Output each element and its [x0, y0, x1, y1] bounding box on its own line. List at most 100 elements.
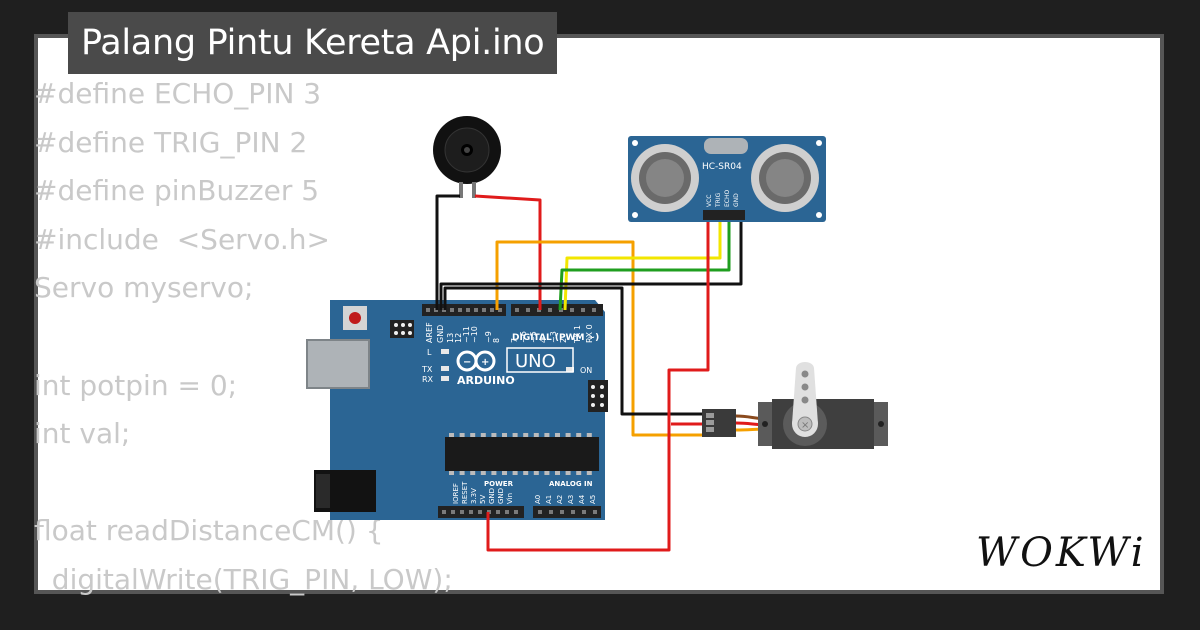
header-pin[interactable]: [460, 510, 464, 514]
code-line: float readDistanceCM() {: [34, 514, 384, 548]
digital-pin-label: 2: [559, 338, 568, 343]
power-pin-label: GND: [497, 488, 505, 504]
svg-text:ON: ON: [580, 366, 592, 375]
svg-text:L: L: [427, 348, 432, 357]
digital-pin-label: AREF: [425, 322, 434, 343]
buzzer-gnd-wire: [435, 194, 460, 310]
header-pin[interactable]: [581, 308, 585, 312]
digital-pin-label: RX 0: [585, 324, 594, 343]
header-pin[interactable]: [526, 308, 530, 312]
svg-text:−: −: [463, 357, 471, 368]
header-pin[interactable]: [451, 510, 455, 514]
power-pin-label: GND: [488, 488, 496, 504]
header-pin[interactable]: [469, 510, 473, 514]
hc-sr04-sensor[interactable]: HC-SR04 VCC TRIG ECHO GND: [628, 136, 826, 222]
analog-pin-label: A3: [567, 495, 575, 504]
usb-port: [306, 339, 370, 389]
analog-pin-label: A1: [545, 495, 553, 504]
digital-label: DIGITAL (PWM ~): [512, 333, 599, 343]
header-pin[interactable]: [426, 308, 430, 312]
svg-text:ECHO: ECHO: [724, 190, 731, 207]
svg-text:+: +: [481, 357, 489, 368]
code-line: #include <Servo.h>: [34, 222, 330, 256]
header-pin[interactable]: [592, 308, 596, 312]
window-title: Palang Pintu Kereta Api.ino: [68, 12, 558, 74]
digital-pin-label: ~6: [519, 331, 528, 343]
analog-pin-label: A5: [589, 495, 597, 504]
svg-text:UNO: UNO: [515, 351, 556, 372]
analog-pin-label: A2: [556, 495, 564, 504]
svg-text:ARDUINO: ARDUINO: [457, 374, 515, 387]
digital-pin-label: 8: [492, 338, 501, 343]
svg-text:×: ×: [801, 420, 809, 431]
header-pin[interactable]: [478, 510, 482, 514]
arduino-logo: − + UNO ARDUINO: [456, 347, 574, 387]
header-pin[interactable]: [498, 308, 502, 312]
header-pin[interactable]: [571, 510, 575, 514]
sensor-vcc-wire: [486, 222, 710, 552]
power-pin-label: Vin: [506, 493, 514, 504]
sensor-pin-labels: VCC TRIG ECHO GND: [706, 190, 740, 208]
digital-pin-label: 7: [510, 338, 519, 343]
digital-pin-label: TX 1: [573, 325, 582, 344]
power-pin-label: IOREF: [452, 483, 460, 504]
header-pin[interactable]: [548, 308, 552, 312]
servo-motor[interactable]: ×: [702, 362, 888, 449]
svg-text:WOKWi: WOKWi: [976, 530, 1147, 576]
code-editor[interactable]: #define ECHO_PIN 3#define TRIG_PIN 2#def…: [34, 70, 453, 605]
code-line: digitalWrite(TRIG_PIN, LOW);: [34, 562, 453, 596]
digital-header: [422, 304, 603, 316]
header-pin[interactable]: [482, 308, 486, 312]
code-line: int val;: [34, 417, 131, 451]
header-pin[interactable]: [474, 308, 478, 312]
digital-pin-label: 12: [454, 333, 463, 343]
echo-wire: [558, 222, 731, 311]
power-pin-label: 3.3V: [470, 488, 478, 504]
header-pin[interactable]: [514, 510, 518, 514]
analog-pin-label: A4: [578, 494, 586, 504]
digital-pin-label: 4: [539, 338, 548, 343]
digital-pin-label: 13: [446, 333, 455, 343]
digital-pin-label: ~3: [549, 331, 558, 343]
header-pin[interactable]: [582, 510, 586, 514]
icsp-header: [390, 320, 608, 412]
header-pin[interactable]: [505, 510, 509, 514]
header-pin[interactable]: [496, 510, 500, 514]
header-pin[interactable]: [450, 308, 454, 312]
header-pin[interactable]: [593, 510, 597, 514]
header-pin[interactable]: [570, 308, 574, 312]
servo-gnd-wire: [443, 286, 702, 416]
header-pin[interactable]: [538, 510, 542, 514]
code-line: #define pinBuzzer 5: [34, 174, 320, 208]
power-pin-label: RESET: [461, 481, 469, 504]
code-line: int potpin = 0;: [34, 368, 238, 402]
code-line: #define TRIG_PIN 2: [34, 125, 308, 159]
svg-text:VCC: VCC: [706, 195, 713, 207]
svg-text:RX: RX: [422, 375, 434, 384]
header-pin[interactable]: [466, 308, 470, 312]
header-pin[interactable]: [442, 510, 446, 514]
power-pin-label: 5V: [479, 495, 487, 504]
atmega-chip: [445, 437, 599, 471]
analog-pin-label: A0: [534, 495, 542, 504]
svg-text:GND: GND: [733, 193, 740, 207]
header-pin[interactable]: [560, 510, 564, 514]
trig-wire: [563, 222, 722, 311]
digital-pin-label: ~9: [484, 331, 493, 343]
buzzer[interactable]: [433, 116, 501, 198]
buzzer-signal-wire: [474, 194, 542, 310]
servo-signal-wire: [495, 240, 702, 437]
wires: [435, 194, 743, 552]
header-pin[interactable]: [458, 308, 462, 312]
header-pin[interactable]: [549, 510, 553, 514]
sensor-model-label: HC-SR04: [702, 162, 742, 172]
header-pin[interactable]: [490, 308, 494, 312]
svg-text:TRIG: TRIG: [715, 192, 722, 208]
power-label: POWER: [484, 480, 514, 488]
code-line: Servo myservo;: [34, 271, 254, 305]
header-pin[interactable]: [515, 308, 519, 312]
